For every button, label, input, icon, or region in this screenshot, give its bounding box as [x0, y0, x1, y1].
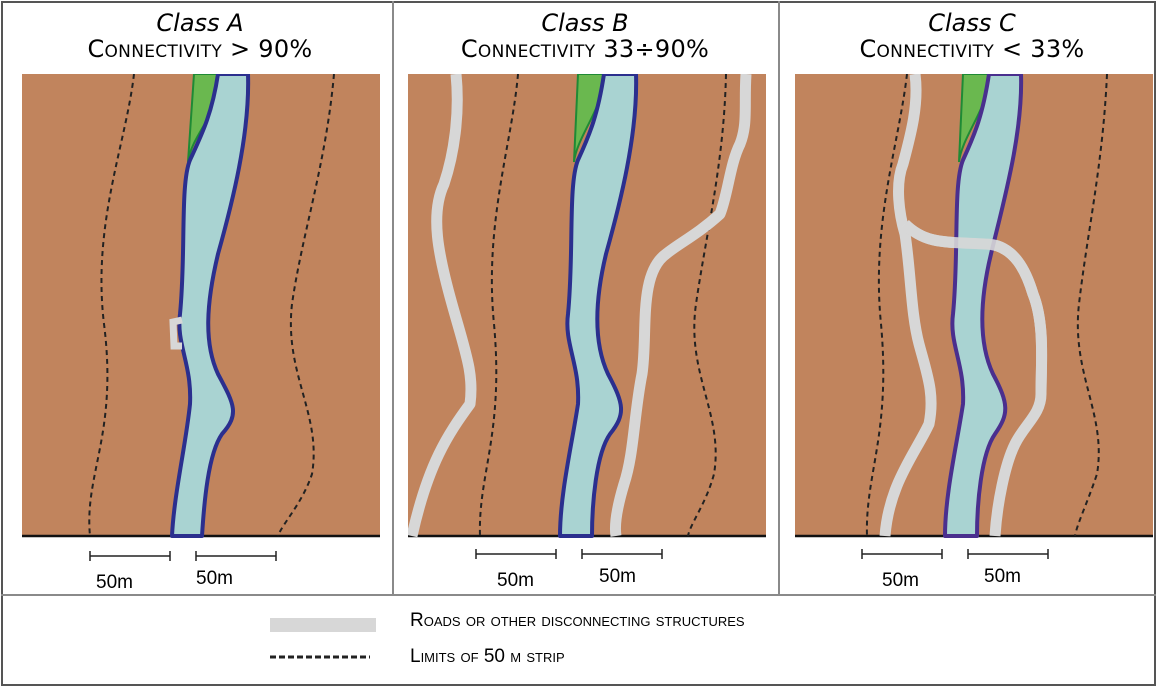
class-a-heading: Class A Connectivity > 90% [10, 10, 390, 62]
class-c-title: Class C [928, 9, 1016, 37]
class-b-connectivity: Connectivity 33÷90% [460, 35, 710, 63]
scale-bar-right [195, 551, 277, 561]
legend-limits-label: Limits of 50 m strip [410, 646, 565, 667]
class-c-connectivity: Connectivity < 33% [859, 35, 1085, 63]
river [943, 74, 1024, 538]
class-c-scalebars [861, 549, 1049, 559]
class-c-scale-right-label: 50m [984, 566, 1021, 587]
class-a-connectivity: Connectivity > 90% [87, 35, 313, 63]
river [170, 74, 251, 538]
class-b-scale-left-label: 50m [497, 570, 534, 591]
class-b-scale-right-label: 50m [599, 566, 636, 587]
legend-limit-swatch [270, 655, 370, 659]
legend-road-swatch [270, 618, 376, 632]
strip-limit-right [1074, 74, 1108, 537]
strip-limit-right [687, 74, 727, 537]
scale-bar-right [581, 549, 663, 559]
class-b-scalebars [475, 549, 663, 559]
class-c-scale-left-label: 50m [882, 570, 919, 591]
legend-roads-label: Roads or other disconnecting structures [410, 610, 745, 631]
class-a-title: Class A [156, 9, 244, 37]
scale-bar-right [967, 549, 1049, 559]
scale-bar-left [89, 551, 171, 561]
road-left [879, 74, 937, 537]
road-right [610, 74, 752, 537]
class-a-scale-left-label: 50m [96, 572, 133, 593]
road-left [408, 74, 477, 538]
divider-1 [392, 1, 394, 596]
class-c-heading: Class C Connectivity < 33% [782, 10, 1158, 62]
divider-2 [778, 1, 780, 596]
class-a-scalebars [89, 551, 277, 561]
class-c-panel [795, 74, 1153, 538]
class-a-scale-right-label: 50m [196, 568, 233, 589]
river [558, 74, 639, 538]
strip-limit-left [865, 74, 908, 537]
strip-limit-right [277, 74, 335, 537]
scale-bar-left [475, 549, 557, 559]
strip-limit-left [88, 74, 135, 537]
class-b-heading: Class B Connectivity 33÷90% [395, 10, 775, 62]
class-b-panel [408, 74, 766, 538]
class-a-panel [22, 74, 380, 538]
road-stub [169, 316, 183, 350]
road-cross-overlay [901, 219, 1048, 395]
strip-limit-left [478, 74, 519, 537]
legend-divider [1, 594, 1156, 596]
scale-bar-left [861, 549, 943, 559]
class-b-title: Class B [541, 9, 629, 37]
